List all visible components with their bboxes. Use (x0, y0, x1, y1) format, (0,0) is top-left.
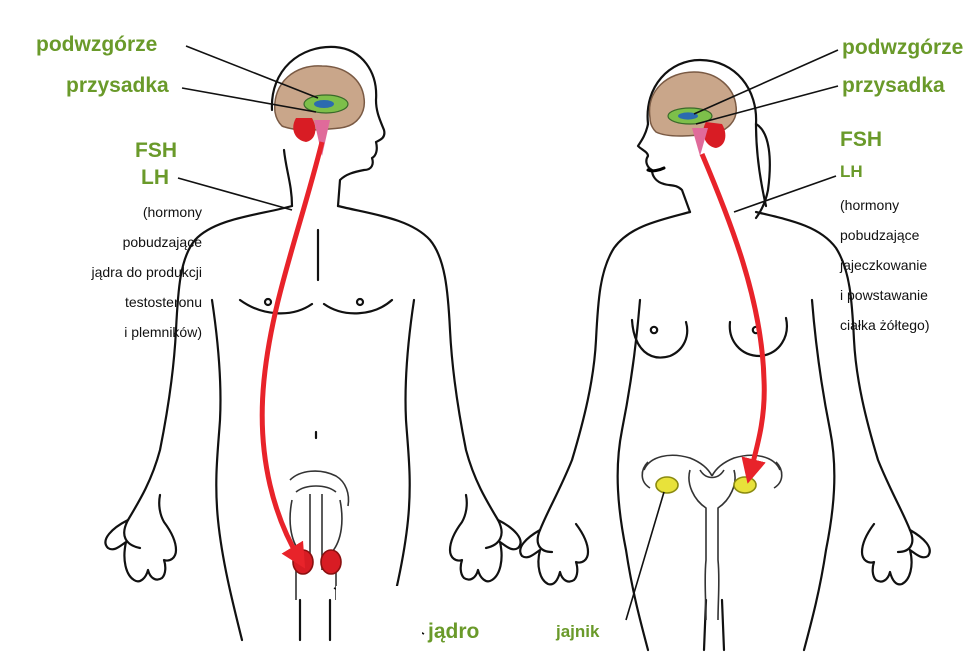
female-desc-line-4: i powstawanie (840, 280, 976, 310)
male-desc-line-2: pobudzające (20, 227, 202, 257)
female-desc-line-1: (hormony (840, 190, 976, 220)
leader-lines (178, 46, 838, 634)
male-desc-line-3: jądra do produkcji (20, 257, 202, 287)
male-reproductive-organs (290, 471, 349, 600)
female-desc-line-3: jajeczkowanie (840, 250, 976, 280)
female-fsh-label: FSH (840, 128, 882, 152)
male-desc-line-4: testosteronu (20, 287, 202, 317)
female-brain (650, 72, 737, 156)
female-hormone-description: (hormony pobudzające jajeczkowanie i pow… (840, 190, 976, 340)
female-desc-line-2: pobudzające (840, 220, 976, 250)
male-lh-label: LH (141, 166, 169, 190)
male-pituitary-label: przysadka (66, 74, 169, 98)
label-backdrop (336, 586, 422, 652)
female-lh-label: LH (840, 162, 863, 182)
female-hypothalamus-label: podwzgórze (842, 36, 963, 60)
female-lh-line (734, 176, 836, 212)
male-desc-line-1: (hormony (20, 197, 202, 227)
female-reproductive-organs (642, 455, 782, 620)
male-hormone-description: (hormony pobudzające jądra do produkcji … (20, 197, 202, 347)
male-desc-line-5: i plemników) (20, 317, 202, 347)
female-hormone-arrow (702, 154, 764, 474)
male-hypothalamus-label: podwzgórze (36, 33, 157, 57)
female-desc-line-5: ciałka żółtego) (840, 310, 976, 340)
female-pituitary-label: przysadka (842, 74, 945, 98)
female-gonad-label: jajnik (556, 622, 599, 642)
female-gonad-line (626, 492, 664, 620)
male-gonad-label: jądro (428, 620, 479, 644)
male-fsh-label: FSH (135, 139, 177, 163)
